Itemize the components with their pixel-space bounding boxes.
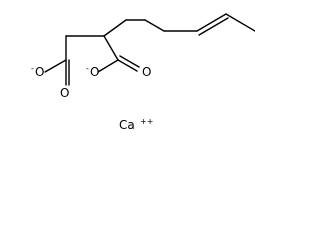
charge-o-left: - [31,64,34,73]
bond-ch-c2 [103,35,119,61]
charge-calcium: ++ [140,117,153,126]
charge-o-right: - [86,64,89,73]
bond-chain-6 [225,13,255,32]
bond-c2-o-right [97,59,119,73]
atom-o-double-left: O [60,86,69,100]
atom-o-right: O [90,65,99,79]
structure-diagram: O - O O - O Ca ++ [0,0,255,150]
bond-chain-5-double-top [196,13,227,32]
bond-c2-o-double-right [117,59,138,72]
bond-chain-3 [144,19,165,32]
bond-chain-5-double-bottom [198,17,229,36]
bond-c2-o-double-right-second [119,55,140,68]
bond-c1-o-left [44,59,67,73]
molecule-drawing: O - O O - O Ca ++ [31,13,255,132]
atom-o-left: O [35,65,44,79]
atom-o-double-right: O [142,65,151,79]
atom-calcium: Ca [119,118,135,132]
bond-ch-chain-1 [103,19,127,37]
